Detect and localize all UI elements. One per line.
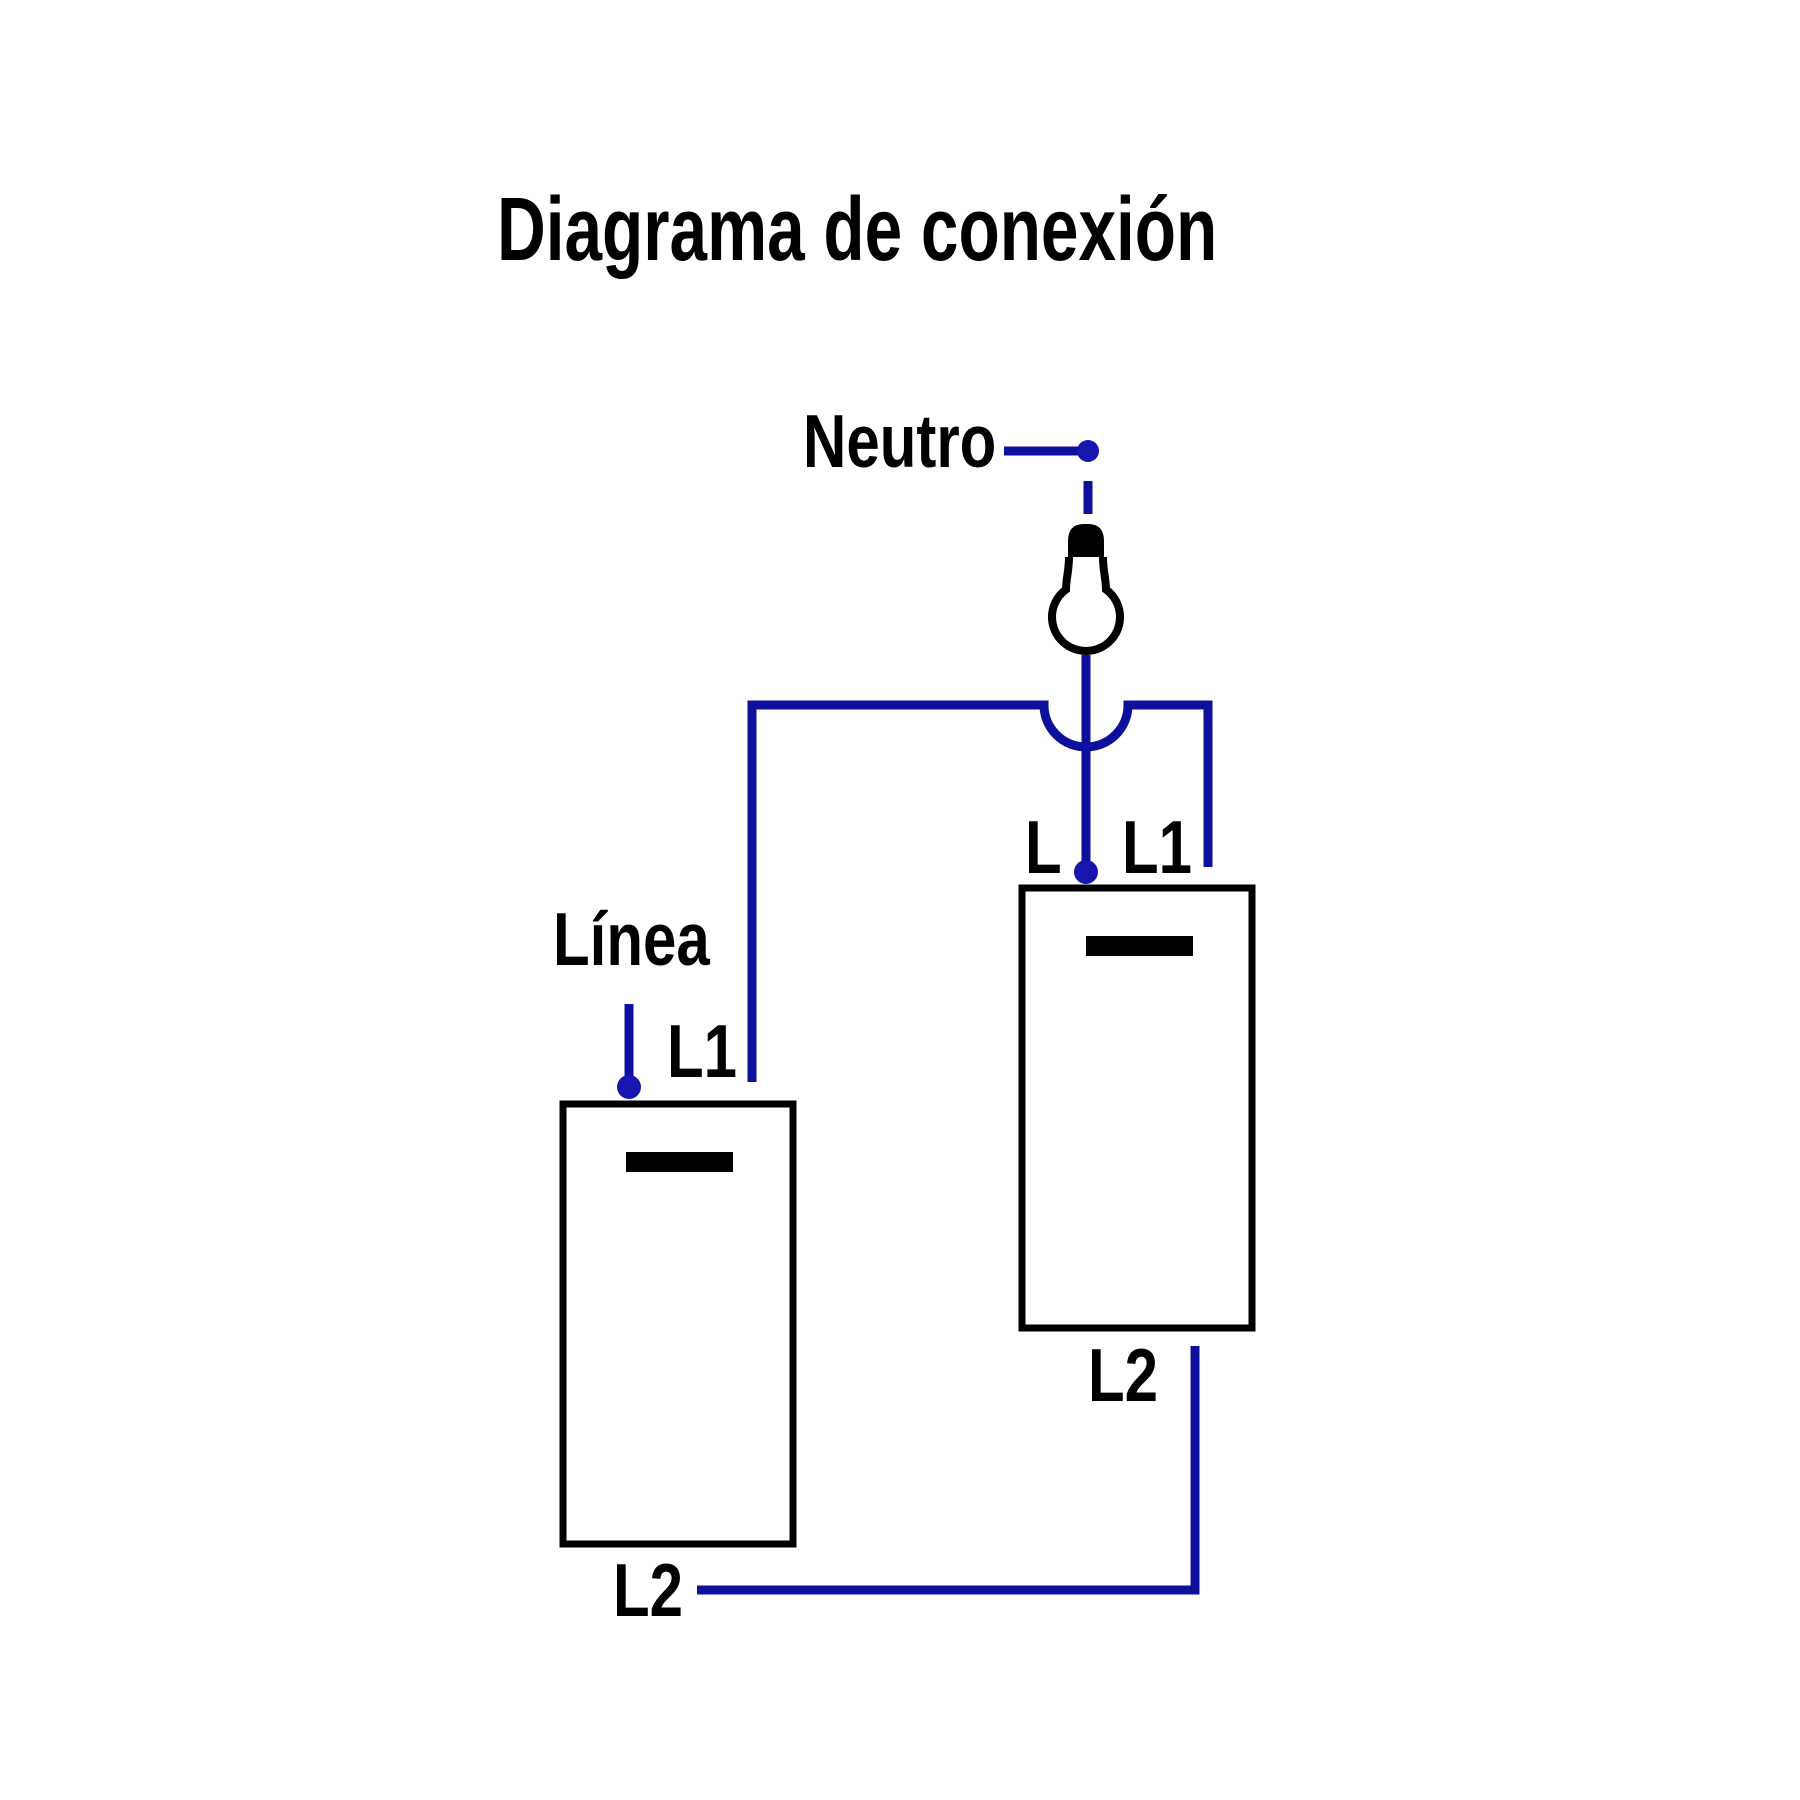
bulb-base-cap [1068,524,1104,557]
bulb-glass-outline [1048,556,1124,655]
switch1-l2-label: L2 [613,1548,684,1632]
switch2-l1-label: L1 [1122,805,1193,889]
switch1-l1-terminal-dot [617,1075,641,1099]
switch2-body [1018,884,1256,1332]
switch2-l2-label: L2 [1088,1333,1159,1417]
switch1-body [559,1100,797,1548]
neutral-label: Neutro [803,399,997,483]
traveler-wire-l1 [747,700,1213,1082]
switch1-l1-label: L1 [667,1009,738,1093]
switch2-l-label: L [1025,805,1062,889]
neutral-terminal-dot [1077,440,1099,462]
switch2-rocker [1086,936,1193,956]
line-label: Línea [553,897,710,981]
light-bulb-icon [1048,524,1124,655]
switch1-rocker [626,1152,733,1172]
traveler-wire-l2 [697,1346,1200,1595]
switch2-l-terminal-dot [1074,860,1098,884]
page-title: Diagrama de conexión [497,180,1218,280]
